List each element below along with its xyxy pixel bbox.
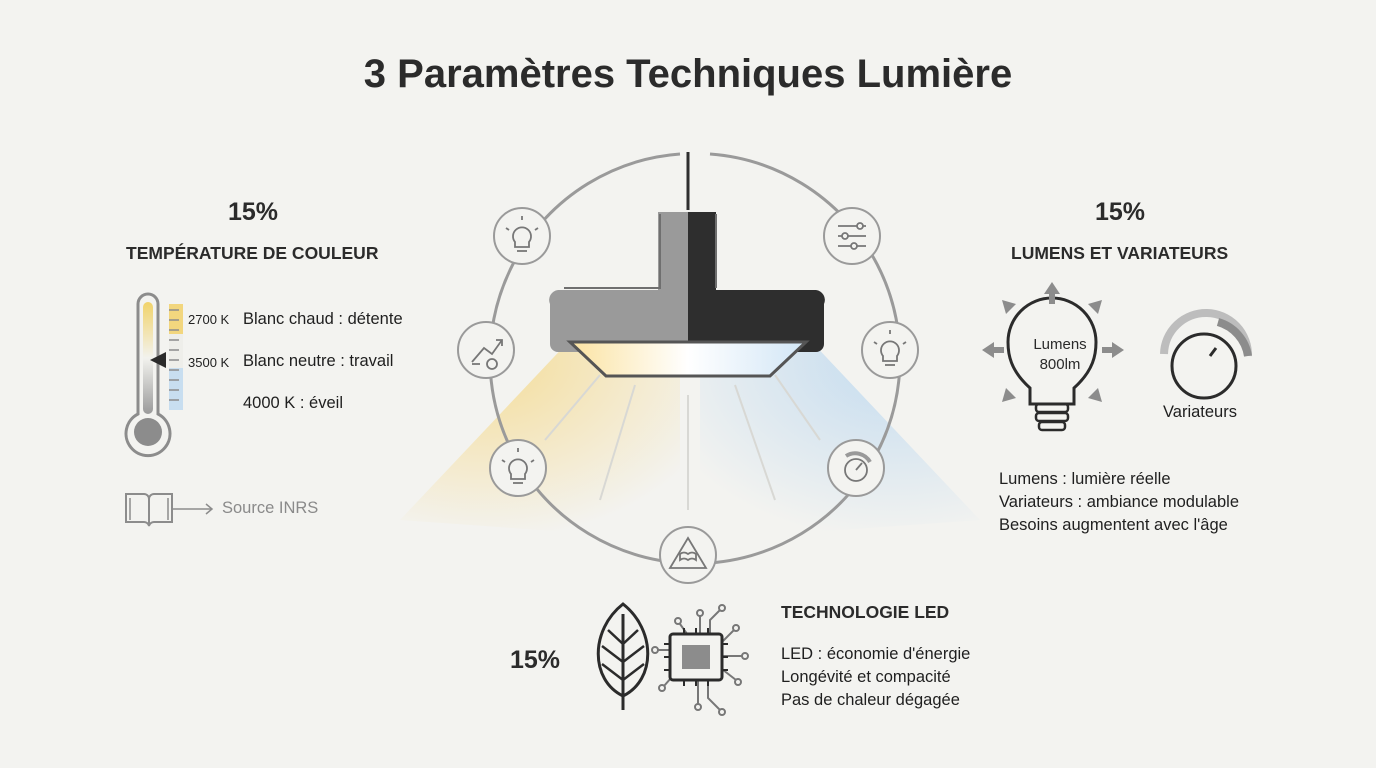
temperature-percent: 15% bbox=[228, 198, 279, 226]
scale-desc-neutral: Blanc neutre : travail bbox=[243, 352, 394, 370]
scale-desc-cool: 4000 K : éveil bbox=[243, 394, 343, 412]
led-line: Longévité et compacité bbox=[781, 668, 951, 686]
lumens-percent: 15% bbox=[1095, 198, 1146, 226]
lumens-line: Variateurs : ambiance modulable bbox=[999, 493, 1239, 511]
warm-light-beam bbox=[400, 340, 680, 540]
page-title: 3 Paramètres Techniques Lumière bbox=[363, 52, 1013, 96]
scale-label-2700: 2700 K bbox=[188, 312, 230, 327]
lumens-line: Besoins augmentent avec l'âge bbox=[999, 516, 1228, 534]
lamp-diagram bbox=[400, 152, 980, 584]
bulb-icon bbox=[501, 448, 535, 484]
cool-light-beam bbox=[700, 340, 980, 540]
bulb-icon bbox=[873, 330, 907, 366]
growth-gear-icon bbox=[471, 339, 503, 370]
lumens-list: Lumens : lumière réelle Variateurs : amb… bbox=[999, 468, 1239, 537]
sliders-icon bbox=[838, 222, 866, 250]
light-bulb-icon bbox=[982, 282, 1124, 432]
chip-icon bbox=[651, 604, 749, 716]
temperature-heading: TEMPÉRATURE DE COULEUR bbox=[126, 243, 379, 263]
dial-label: Variateurs bbox=[1163, 403, 1237, 421]
led-line: Pas de chaleur dégagée bbox=[781, 691, 960, 709]
bulb-value: 800lm bbox=[1039, 356, 1081, 373]
led-line: LED : économie d'énergie bbox=[781, 645, 971, 663]
lumens-line: Lumens : lumière réelle bbox=[999, 470, 1171, 488]
dimmer-dial-icon[interactable] bbox=[1158, 309, 1254, 402]
led-percent: 15% bbox=[510, 646, 561, 674]
thermometer-icon bbox=[124, 292, 183, 458]
led-list: LED : économie d'énergie Longévité et co… bbox=[781, 643, 970, 712]
triangle-book-icon bbox=[668, 536, 708, 569]
book-icon bbox=[125, 493, 173, 527]
arrow-right-icon bbox=[172, 503, 214, 515]
led-heading: TECHNOLOGIE LED bbox=[781, 602, 950, 622]
lumens-heading: LUMENS ET VARIATEURS bbox=[1011, 243, 1229, 263]
source-link[interactable]: Source INRS bbox=[222, 499, 319, 517]
dial-icon bbox=[844, 451, 872, 482]
bulb-icon bbox=[505, 216, 539, 252]
scale-desc-warm: Blanc chaud : détente bbox=[243, 310, 403, 328]
scale-label-3500: 3500 K bbox=[188, 355, 230, 370]
leaf-icon bbox=[596, 602, 650, 710]
bulb-label: Lumens bbox=[1033, 336, 1087, 353]
